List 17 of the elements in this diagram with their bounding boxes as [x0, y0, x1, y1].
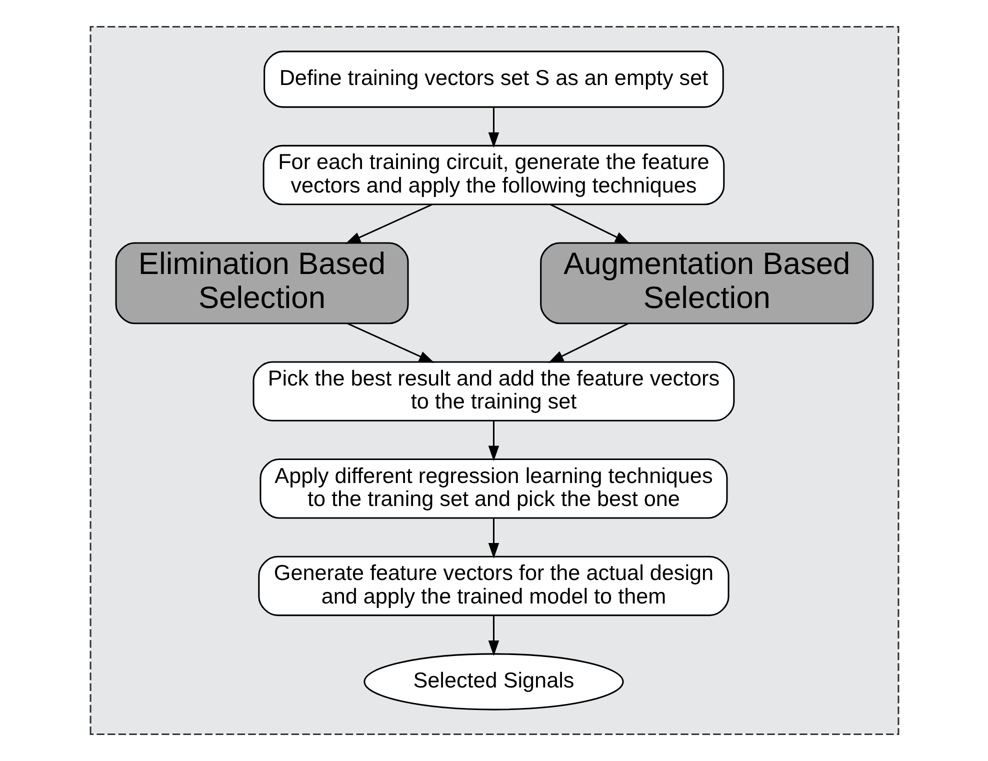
arrow — [344, 204, 432, 244]
node-box: Define training vectors set S as an empty set — [263, 50, 724, 108]
node-box: Augmentation Based Selection — [540, 242, 874, 324]
arrow — [488, 421, 499, 462]
arrow — [488, 615, 499, 656]
cluster — [89, 26, 899, 736]
arrow — [346, 322, 434, 363]
node-box: For each training circuit, generate the feature vectors and apply the following techniques — [262, 144, 724, 206]
node-box: Pick the best result and add the feature vectors to the training set — [252, 361, 734, 422]
arrow — [548, 322, 628, 363]
node-ellipse: Selected Signals — [363, 653, 624, 710]
arrow — [488, 518, 499, 558]
node-box: Apply different regression learning techniques to the traning set and pick the best one — [259, 458, 728, 519]
arrow — [549, 204, 630, 244]
node-box: Generate feature vectors for the actual design and apply the trained model to them — [258, 556, 729, 616]
node-box: Elimination Based Selection — [114, 242, 408, 324]
arrow — [488, 107, 499, 148]
